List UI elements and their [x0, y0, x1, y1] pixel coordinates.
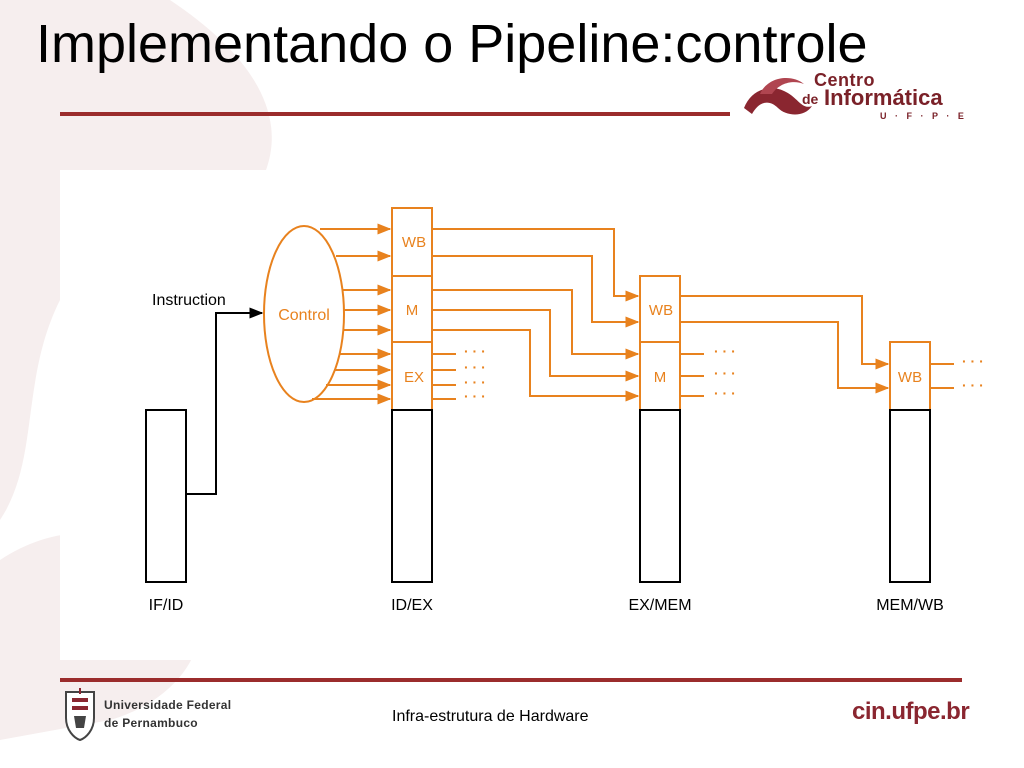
ex-mem-to-mem-wb-wires: [680, 295, 890, 394]
ex-mem-label: EX/MEM: [628, 597, 691, 614]
if-id-label: IF/ID: [149, 597, 184, 614]
logo-centro-text: Centro: [814, 70, 875, 90]
id-ex-ex-outputs: [432, 353, 456, 400]
mem-wb-label: MEM/WB: [876, 597, 944, 614]
ellipsis-dots: · · ·: [714, 343, 736, 359]
ellipsis-dots: · · ·: [714, 365, 736, 381]
ellipsis-dots: · · ·: [962, 377, 984, 393]
id-ex-wb-label: WB: [402, 234, 426, 251]
ex-mem-register: WB M: [639, 275, 681, 583]
id-ex-ex-label: EX: [404, 369, 424, 386]
ellipsis-dots: · · ·: [714, 385, 736, 401]
control-unit: [263, 225, 345, 403]
cin-swirl-icon: [744, 78, 812, 115]
logo-de-text: de: [802, 91, 819, 107]
id-ex-ex-field: [391, 341, 433, 411]
university-name-line2: de Pernambuco: [104, 716, 198, 730]
mem-wb-body: [889, 409, 931, 583]
id-ex-register: WB M EX: [391, 207, 433, 583]
control-label: Control: [278, 307, 330, 324]
logo-ufpe-text: U · F · P · E: [880, 111, 967, 121]
instruction-label: Instruction: [152, 292, 226, 309]
ellipsis-dots: · · ·: [962, 353, 984, 369]
ex-mem-wb-label: WB: [649, 302, 673, 319]
ex-mem-m-label: M: [654, 369, 667, 386]
id-ex-label: ID/EX: [391, 597, 433, 614]
if-id-register: [145, 409, 187, 583]
ufpe-crest-icon: [65, 688, 95, 742]
ellipsis-dots: · · ·: [464, 343, 486, 359]
university-name-line1: Universidade Federal: [104, 698, 232, 712]
id-ex-wb-field: [391, 207, 433, 277]
id-ex-m-label: M: [406, 302, 419, 319]
mem-wb-outputs: [930, 363, 954, 389]
site-url: cin.ufpe.br: [852, 698, 970, 725]
ellipsis-dots: · · ·: [464, 359, 486, 375]
id-ex-body: [391, 409, 433, 583]
course-name: Infra-estrutura de Hardware: [392, 708, 589, 725]
instruction-wire: [186, 307, 264, 495]
logo-informatica-text: Informática: [824, 85, 943, 110]
control-output-wires: [312, 223, 392, 405]
mem-wb-wb-label: WB: [898, 369, 922, 386]
id-ex-to-ex-mem-wires: [432, 228, 640, 402]
ex-mem-body: [639, 409, 681, 583]
ellipsis-dots: · · ·: [464, 374, 486, 390]
cin-logo: Centro de Informática U · F · P · E: [742, 70, 972, 126]
ufpe-logo: Universidade Federal de Pernambuco: [60, 688, 260, 742]
ellipsis-dots: · · ·: [464, 388, 486, 404]
slide-title: Implementando o Pipeline:controle: [36, 14, 868, 74]
mem-wb-register: WB: [889, 341, 931, 583]
ex-mem-m-outputs: [680, 353, 704, 397]
